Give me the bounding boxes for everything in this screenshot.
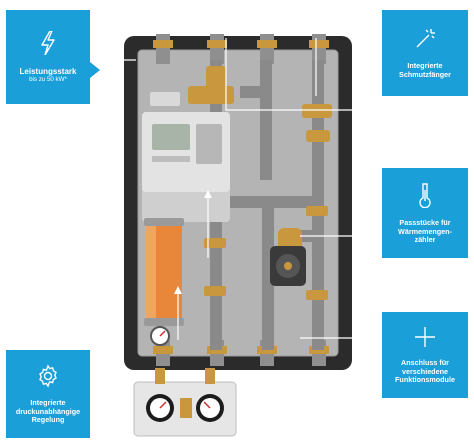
- feature-control-label: Integrierte druckunabhängige Regelung: [15, 398, 81, 424]
- magic-wand-icon: [413, 27, 437, 56]
- filter-cylinder: [144, 218, 184, 326]
- feature-strainer-label: Integrierte Schmutzfänger: [399, 61, 451, 79]
- gear-icon: [36, 364, 60, 393]
- thermometer-icon: [418, 182, 432, 213]
- plus-icon: [414, 326, 436, 353]
- bottom-thermometer-module: [133, 368, 237, 437]
- feature-power: Leistungsstark bis zu 50 kW*: [6, 10, 90, 104]
- feature-power-label: Leistungsstark: [19, 66, 77, 76]
- circulation-pump: [270, 246, 306, 286]
- lightning-icon: [40, 30, 56, 60]
- feature-power-sub: bis zu 50 kW*: [29, 75, 67, 83]
- feature-modules: Anschluss für verschiedene Funktionsmodu…: [382, 312, 468, 398]
- feature-meter-label: Passstücke für Wärmemengen- zähler: [398, 218, 452, 244]
- feature-modules-label: Anschluss für verschiedene Funktionsmodu…: [395, 358, 455, 384]
- pressure-gauge: [150, 326, 170, 346]
- feature-meter: Passstücke für Wärmemengen- zähler: [382, 168, 468, 258]
- feature-control: Integrierte druckunabhängige Regelung: [6, 350, 90, 438]
- callout-arrowheads: [174, 190, 212, 294]
- callout-pointer: [90, 62, 100, 78]
- callout-lines: [90, 38, 382, 340]
- feature-strainer: Integrierte Schmutzfänger: [382, 10, 468, 96]
